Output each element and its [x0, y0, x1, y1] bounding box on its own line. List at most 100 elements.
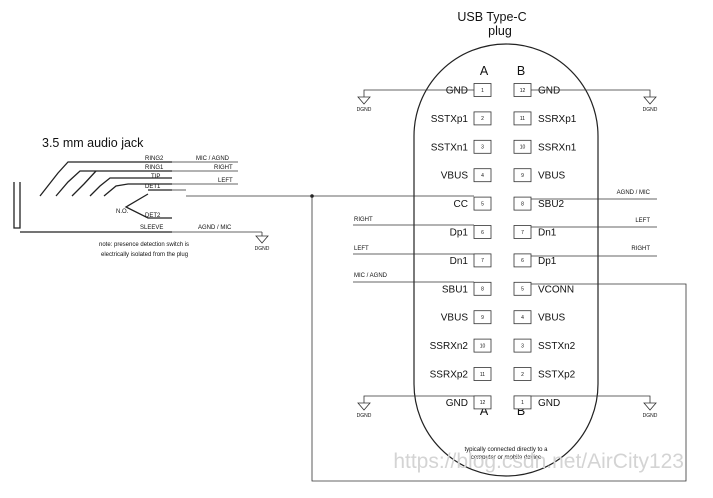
pin-label-b: SBU2	[538, 199, 565, 210]
side-signal-lines	[311, 195, 687, 482]
pin-box-b-11	[513, 367, 532, 381]
usb-gnd-wires	[363, 89, 651, 403]
pin-label-a: Dn1	[450, 256, 469, 267]
pin-number-a: 7	[481, 258, 484, 264]
pin-box-a-5	[473, 196, 492, 211]
pin-box-b-12	[513, 395, 532, 410]
row-label-a-top: A	[480, 64, 489, 78]
jack-signal-left: LEFT	[218, 178, 233, 184]
jack-note-line2: electrically isolated from the plug	[101, 252, 188, 258]
pin-box-b-6	[513, 225, 532, 239]
jack-body	[13, 161, 172, 233]
dgnd-bottom-left-label: DGND	[357, 413, 372, 419]
pin-number-b: 3	[521, 343, 524, 349]
pin-number-a: 12	[480, 400, 486, 406]
label-dp1-right-right: RIGHT	[631, 246, 650, 252]
pin-label-a: SBU1	[442, 284, 469, 295]
dgnd-top-right: DGND	[643, 96, 658, 113]
pin-number-b: 5	[521, 287, 524, 293]
jack-dgnd: DGND	[255, 235, 270, 252]
pin-label-a: SSRXp2	[430, 370, 469, 381]
jack-no-label: N.O.	[116, 209, 129, 215]
row-label-b-top: B	[517, 64, 525, 78]
pin-box-a-3	[473, 139, 492, 154]
pin-box-a-7	[473, 253, 492, 268]
label-sbu1-mic-agnd: MIC / AGND	[354, 273, 388, 279]
jack-pin-ring2: RING2	[145, 156, 164, 162]
pin-label-a: Dp1	[450, 228, 469, 239]
label-dp1-left-right: RIGHT	[354, 217, 373, 223]
pin-number-b: 9	[521, 173, 524, 179]
pin-label-a: CC	[454, 199, 468, 210]
pin-label-a: VBUS	[441, 313, 469, 324]
pin-label-b: Dn1	[538, 228, 557, 239]
label-sbu2-agnd-mic: AGND / MIC	[617, 190, 651, 196]
pin-box-a-6	[473, 225, 492, 239]
pin-label-b: Dp1	[538, 256, 557, 267]
label-dn1-right-left: LEFT	[635, 218, 650, 224]
jack-pin-labels: RING2 RING1 TIP DET1 DET2 SLEEVE N.O.	[116, 156, 164, 231]
dgnd-bottom-left: DGND	[357, 402, 372, 419]
jack-note-line1: note: presence detection switch is	[99, 242, 189, 248]
pin-number-a: 5	[481, 201, 484, 207]
pin-number-a: 8	[481, 287, 484, 293]
pin-number-b: 7	[521, 230, 524, 236]
dgnd-top-left: DGND	[357, 96, 372, 113]
usb-title-line1: USB Type-C	[457, 10, 526, 24]
pin-number-a: 10	[480, 343, 486, 349]
pin-number-a: 11	[480, 372, 485, 378]
pin-label-b: SSTXp2	[538, 370, 576, 381]
pin-box-a-2	[473, 111, 492, 126]
pin-box-a-12	[473, 395, 492, 410]
row-label-a-bottom: A	[480, 404, 489, 418]
label-dn1-left-left: LEFT	[354, 246, 369, 252]
pin-box-b-7	[513, 253, 532, 268]
usb-title-line2: plug	[488, 24, 512, 38]
jack-pin-det2: DET2	[145, 213, 161, 219]
pin-number-b: 11	[520, 116, 525, 122]
pin-number-a: 9	[481, 315, 484, 321]
usb-pin-rows: 1 12 GND GND 2 11 SSTXp1 SSRXp1 3 10 SSTXn1 SSRXn1 4…	[430, 83, 577, 410]
pin-label-a: SSRXn2	[430, 341, 469, 352]
row-label-b-bottom: B	[517, 404, 525, 418]
jack-pin-tip: TIP	[151, 174, 160, 180]
pin-number-b: 8	[521, 201, 524, 207]
pin-label-a: SSTXp1	[431, 114, 469, 125]
pin-label-b: VBUS	[538, 171, 566, 182]
watermark: https://blog.csdn.net/AirCity123	[393, 450, 684, 473]
pin-number-b: 1	[521, 400, 524, 406]
pin-number-b: 4	[521, 315, 524, 321]
bottom-note-line2: computer or mobile device	[471, 455, 542, 461]
pin-label-b: SSTXn2	[538, 341, 576, 352]
pin-box-b-5	[513, 196, 532, 211]
pin-label-b: GND	[538, 398, 560, 409]
pin-box-a-11	[473, 367, 492, 381]
pin-box-b-8	[513, 281, 532, 296]
pin-label-a: GND	[446, 398, 468, 409]
pin-label-b: SSRXp1	[538, 114, 577, 125]
pin-number-a: 1	[481, 88, 484, 94]
pin-box-b-4	[513, 168, 532, 183]
pin-number-b: 2	[521, 372, 524, 378]
pin-label-b: VCONN	[538, 284, 574, 295]
pin-label-a: VBUS	[441, 171, 469, 182]
pin-label-b: VBUS	[538, 313, 566, 324]
jack-title: 3.5 mm audio jack	[42, 136, 144, 150]
pin-box-a-9	[473, 310, 492, 325]
jack-signal-right: RIGHT	[214, 165, 233, 171]
jack-pin-det1: DET1	[145, 184, 161, 190]
dgnd-bottom-right-label: DGND	[643, 413, 658, 419]
pin-label-a: GND	[446, 86, 468, 97]
pin-number-b: 10	[520, 145, 526, 151]
pin-number-b: 6	[521, 258, 524, 264]
pin-box-a-10	[473, 338, 492, 353]
pin-box-b-9	[513, 310, 532, 325]
pin-number-a: 3	[481, 145, 484, 151]
pin-box-a-4	[473, 168, 492, 183]
pin-label-b: SSRXn1	[538, 142, 577, 153]
jack-signal-mic-agnd: MIC / AGND	[196, 156, 230, 162]
pin-label-a: SSTXn1	[431, 142, 469, 153]
usb-plug-outline	[413, 43, 599, 477]
jack-dgnd-label: DGND	[255, 246, 270, 252]
